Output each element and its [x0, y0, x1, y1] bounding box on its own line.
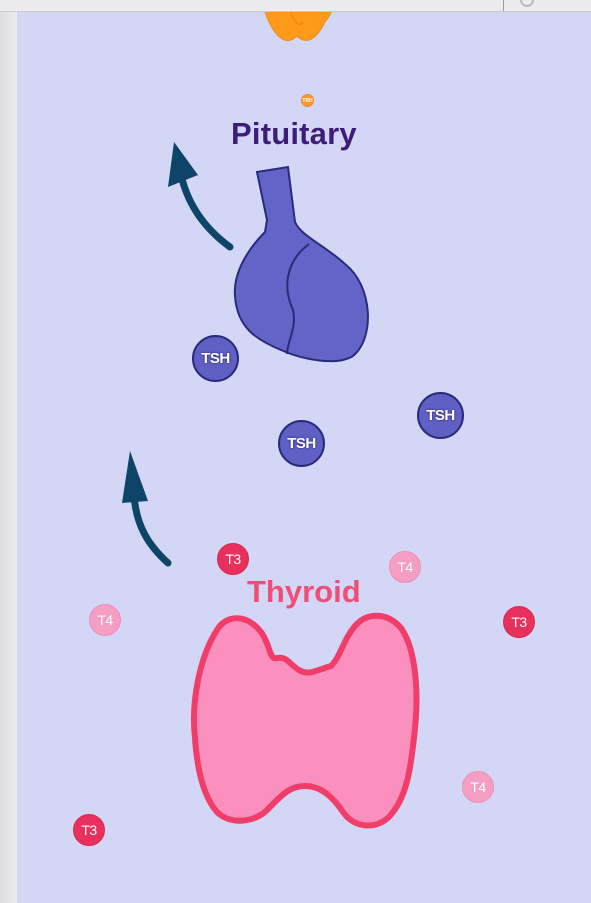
- t4-molecule: T4: [389, 551, 421, 583]
- toolbar-separator: [503, 0, 504, 11]
- t3-molecule: T3: [73, 814, 105, 846]
- top-toolbar: [0, 0, 591, 12]
- pituitary-label: Pituitary: [231, 116, 357, 152]
- pituitary-gland: [225, 160, 385, 370]
- tsh-molecule: TSH: [278, 420, 325, 467]
- toolbar-round-button[interactable]: [520, 0, 534, 7]
- tsh-molecule: TSH: [192, 335, 239, 382]
- up-arrow-icon: [118, 445, 198, 575]
- tsh-molecule: TSH: [417, 392, 464, 439]
- thyroid-label: Thyroid: [247, 574, 361, 610]
- t4-molecule: T4: [89, 604, 121, 636]
- trh-marker: TRH: [301, 94, 314, 107]
- left-edge: [0, 0, 17, 903]
- thyroid-gland: [185, 608, 427, 840]
- t3-molecule: T3: [503, 606, 535, 638]
- t4-molecule: T4: [462, 771, 494, 803]
- t3-molecule: T3: [217, 543, 249, 575]
